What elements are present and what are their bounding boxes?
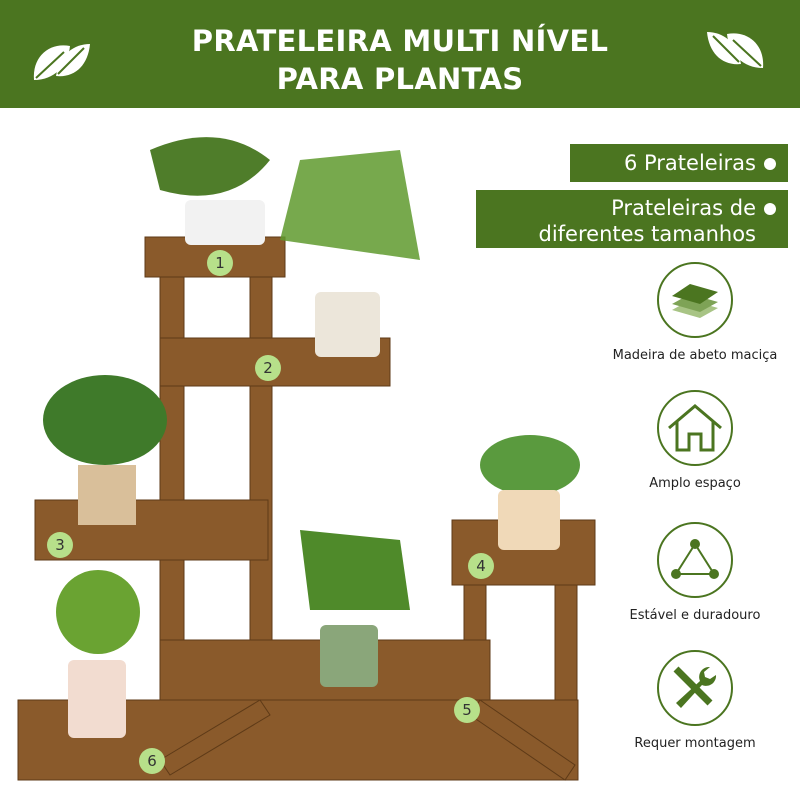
header-banner: PRATELEIRA MULTI NÍVEL PARA PLANTAS	[0, 0, 800, 108]
plant-stand-illustration	[17, 137, 596, 781]
shelf-number-badge: 2	[255, 355, 281, 381]
feature-stable: Estável e duradouro	[585, 522, 800, 623]
title-line-2: PARA PLANTAS	[276, 62, 524, 96]
banner-text-line1: Prateleiras de	[611, 196, 756, 220]
triangle-stability-icon	[671, 539, 719, 579]
tools-icon	[673, 666, 717, 708]
leaf-icon	[707, 32, 764, 68]
pot-6	[56, 570, 140, 738]
shelf-number-badge: 5	[454, 697, 480, 723]
title-line-1: PRATELEIRA MULTI NÍVEL	[191, 24, 609, 58]
shelf-number-badge: 4	[468, 553, 494, 579]
feature-assembly: Requer montagem	[585, 650, 800, 751]
pot-5	[300, 530, 410, 687]
bullet-icon	[764, 158, 776, 170]
shelf-number-badge: 1	[207, 250, 233, 276]
feature-wood: Madeira de abeto maciça	[585, 262, 800, 363]
banner-shelves: 6 Prateleiras	[570, 144, 788, 182]
pot-1	[150, 137, 270, 245]
pot-2	[280, 150, 420, 357]
house-icon	[668, 404, 722, 452]
feature-label: Estável e duradouro	[629, 608, 761, 623]
shelf-number-badge: 3	[47, 532, 73, 558]
feature-space: Amplo espaço	[585, 390, 800, 491]
banner-text-line2: diferentes tamanhos	[538, 222, 757, 246]
feature-label: Madeira de abeto maciça	[612, 348, 778, 363]
feature-label: Requer montagem	[634, 736, 756, 751]
feature-label: Amplo espaço	[649, 476, 741, 491]
leaf-icon	[33, 44, 90, 80]
pot-4	[480, 435, 580, 550]
bullet-icon	[764, 203, 776, 215]
banner-text: 6 Prateleiras	[623, 151, 756, 175]
pot-3	[43, 375, 167, 525]
shelf-number-badge: 6	[139, 748, 165, 774]
wood-layers-icon	[672, 284, 718, 318]
